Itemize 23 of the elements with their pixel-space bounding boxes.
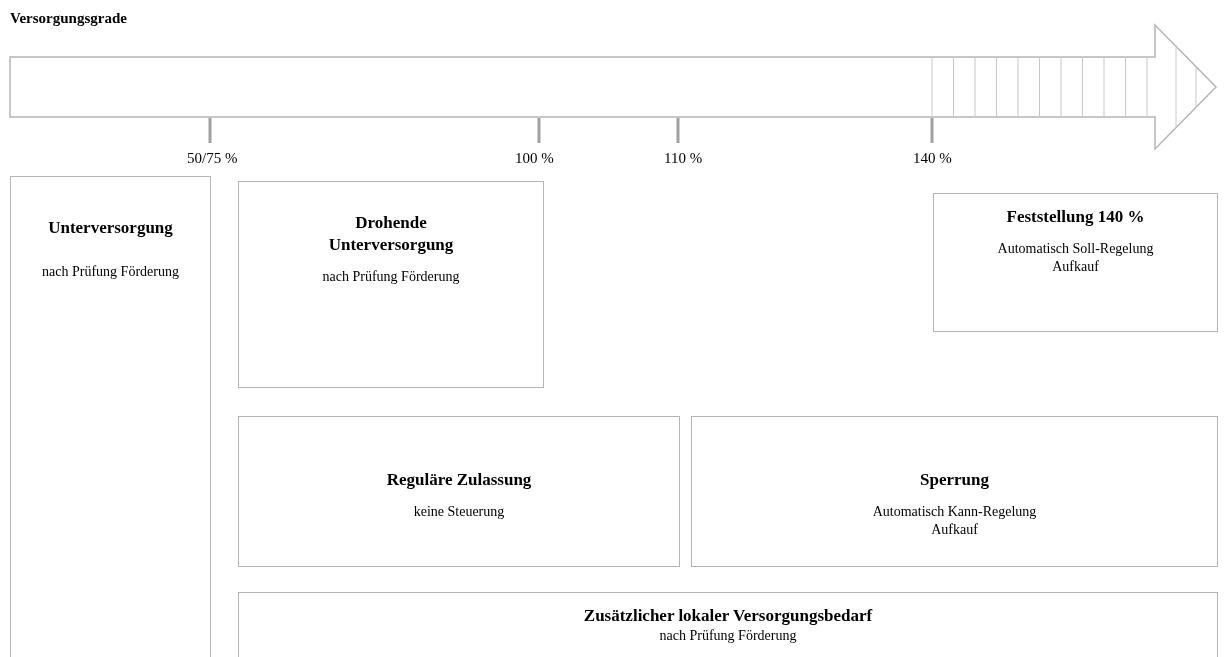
box-heading: Unterversorgung — [48, 217, 173, 239]
box-description: Automatisch Kann-Regelung Aufkauf — [871, 503, 1038, 539]
category-box — [10, 176, 211, 657]
category-box — [238, 181, 544, 388]
category-box — [238, 416, 680, 567]
box-description: nach Prüfung Förderung — [659, 627, 797, 645]
category-box — [238, 592, 1218, 657]
box-heading: Zusätzlicher lokaler Versorgungsbedarf — [583, 605, 873, 627]
percent-label: 50/75 % — [187, 150, 238, 167]
percent-label: 100 % — [515, 150, 554, 167]
scale-title: Versorgungsgrade — [10, 10, 127, 27]
percent-label: 140 % — [913, 150, 952, 167]
box-description: Automatisch Soll-Regelung Aufkauf — [996, 240, 1155, 276]
box-description: nach Prüfung Förderung — [42, 263, 179, 281]
category-box — [691, 416, 1218, 567]
box-description: keine Steuerung — [413, 503, 505, 521]
percent-label: 110 % — [664, 150, 703, 167]
box-heading: Drohende Unterversorgung — [327, 212, 455, 256]
box-heading: Reguläre Zulassung — [386, 469, 532, 491]
box-description: nach Prüfung Förderung — [322, 268, 460, 286]
box-heading: Sperrung — [920, 469, 989, 491]
box-heading: Feststellung 140 % — [1006, 206, 1145, 228]
category-box — [933, 193, 1218, 332]
